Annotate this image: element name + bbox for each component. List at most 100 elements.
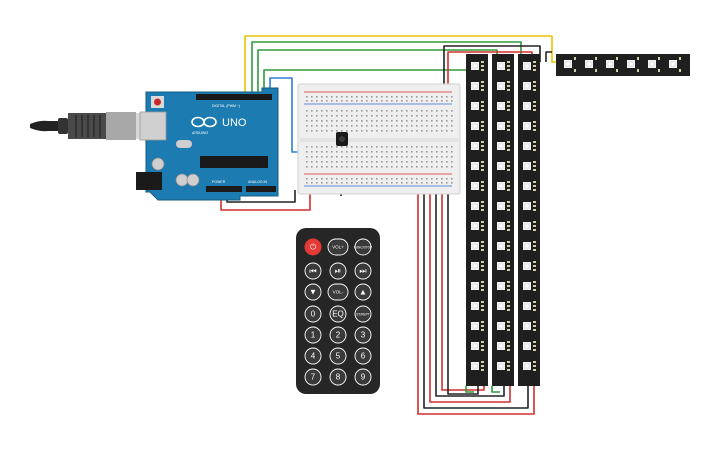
remote-button-eight[interactable]: 8 (329, 368, 347, 386)
wire-green-bottom-2 (491, 386, 500, 393)
led-pixel (471, 81, 484, 91)
label-analog: ANALOG IN (248, 180, 268, 184)
led-pixel (523, 161, 536, 171)
led-pixel (471, 221, 484, 231)
led-pixel (471, 241, 484, 251)
remote-button-label: VOL+ (332, 245, 344, 250)
led-pixel (497, 121, 510, 131)
remote-button-power[interactable]: ⏻ (304, 238, 322, 256)
remote-button-play-pause[interactable]: ⏯ (329, 262, 347, 280)
led-pixel (523, 81, 536, 91)
led-pixel (523, 361, 536, 371)
remote-button-up[interactable]: ▲ (354, 283, 372, 301)
breadboard-holes (306, 96, 453, 184)
led-pixel (523, 141, 536, 151)
atmega-chip (200, 156, 268, 168)
led-pixel (648, 57, 660, 72)
remote-button-eq[interactable]: EQ (329, 305, 347, 323)
breadboard (297, 83, 461, 195)
remote-button-vol-minus[interactable]: VOL- (327, 283, 349, 301)
led-pixel (497, 201, 510, 211)
wire-yellow (244, 35, 560, 95)
remote-button-label: 5 (336, 352, 341, 361)
led-pixel (523, 181, 536, 191)
remote-button-six[interactable]: 6 (354, 347, 372, 365)
remote-button-label: ▲ (359, 288, 367, 297)
led-pixel (497, 81, 510, 91)
wire-black-bottom-3 (447, 190, 479, 395)
remote-button-rewind[interactable]: ⏮ (304, 262, 322, 280)
arduino-brand: ARDUINO (192, 131, 208, 135)
led-pixel (523, 61, 536, 71)
led-pixel (606, 57, 618, 72)
led-pixel (497, 241, 510, 251)
wire-black-bottom-1 (423, 190, 529, 409)
led-pixel (523, 301, 536, 311)
wire-red-bottom-3 (441, 190, 485, 391)
wire-green-bottom-1 (465, 386, 474, 393)
led-pixel (497, 341, 510, 351)
remote-button-func-stop[interactable]: FUNC/STOP (354, 238, 372, 256)
remote-button-label: ⏭ (359, 267, 366, 276)
remote-button-label: 0 (311, 310, 316, 319)
remote-button-label: 1 (311, 331, 316, 340)
led-pixel (523, 241, 536, 251)
remote-button-vol-plus[interactable]: VOL+ (327, 238, 349, 256)
wire-red-bottom-2 (429, 190, 511, 403)
remote-button-seven[interactable]: 7 (304, 368, 322, 386)
wire-red-power (220, 190, 311, 211)
remote-button-five[interactable]: 5 (329, 347, 347, 365)
led-pixel (471, 101, 484, 111)
remote-button-label: 9 (361, 373, 366, 382)
led-pixel (497, 361, 510, 371)
led-pixel (497, 181, 510, 191)
remote-button-label: 4 (311, 352, 316, 361)
remote-button-st-rept[interactable]: ST/REPT (354, 305, 372, 323)
label-digital: DIGITAL (PWM ~) (212, 104, 240, 108)
led-pixel (627, 57, 639, 72)
power-jack (136, 172, 162, 190)
label-power: POWER (212, 180, 226, 184)
usb-port (139, 111, 167, 141)
led-pixel (564, 57, 576, 72)
remote-button-four[interactable]: 4 (304, 347, 322, 365)
led-pixel (471, 321, 484, 331)
remote-button-one[interactable]: 1 (304, 326, 322, 344)
led-strip-vertical (466, 54, 488, 386)
remote-button-three[interactable]: 3 (354, 326, 372, 344)
digital-header (196, 94, 272, 100)
analog-header (246, 186, 276, 192)
led-pixel (471, 341, 484, 351)
led-pixel (523, 261, 536, 271)
arduino-logo (191, 116, 217, 128)
led-pixel (523, 281, 536, 291)
remote-button-nine[interactable]: 9 (354, 368, 372, 386)
led-pixel (471, 301, 484, 311)
remote-button-label: 6 (361, 352, 366, 361)
led-pixel (523, 121, 536, 131)
led-pixel (497, 161, 510, 171)
wire-black-bottom-2 (435, 190, 505, 397)
led-pixel (471, 201, 484, 211)
led-pixel (585, 57, 597, 72)
led-pixel (471, 361, 484, 371)
led-pixel (497, 61, 510, 71)
led-pixel (471, 181, 484, 191)
remote-button-label: ⏯ (335, 267, 341, 276)
wire-black-top-2 (545, 51, 552, 62)
remote-button-label: 8 (336, 373, 341, 382)
remote-button-zero[interactable]: 0 (304, 305, 322, 323)
led-strip-horizontal (556, 54, 690, 76)
led-pixel (669, 57, 681, 72)
remote-button-fast-forward[interactable]: ⏭ (354, 262, 372, 280)
remote-button-down[interactable]: ▼ (304, 283, 322, 301)
remote-button-label: EQ (332, 310, 344, 319)
remote-button-two[interactable]: 2 (329, 326, 347, 344)
remote-button-label: ▼ (309, 288, 317, 297)
led-pixel (471, 141, 484, 151)
led-pixel (523, 101, 536, 111)
arduino-uno-board[interactable]: DIGITAL (PWM ~) UNO ARDUINO POWER ANALOG… (136, 87, 279, 201)
